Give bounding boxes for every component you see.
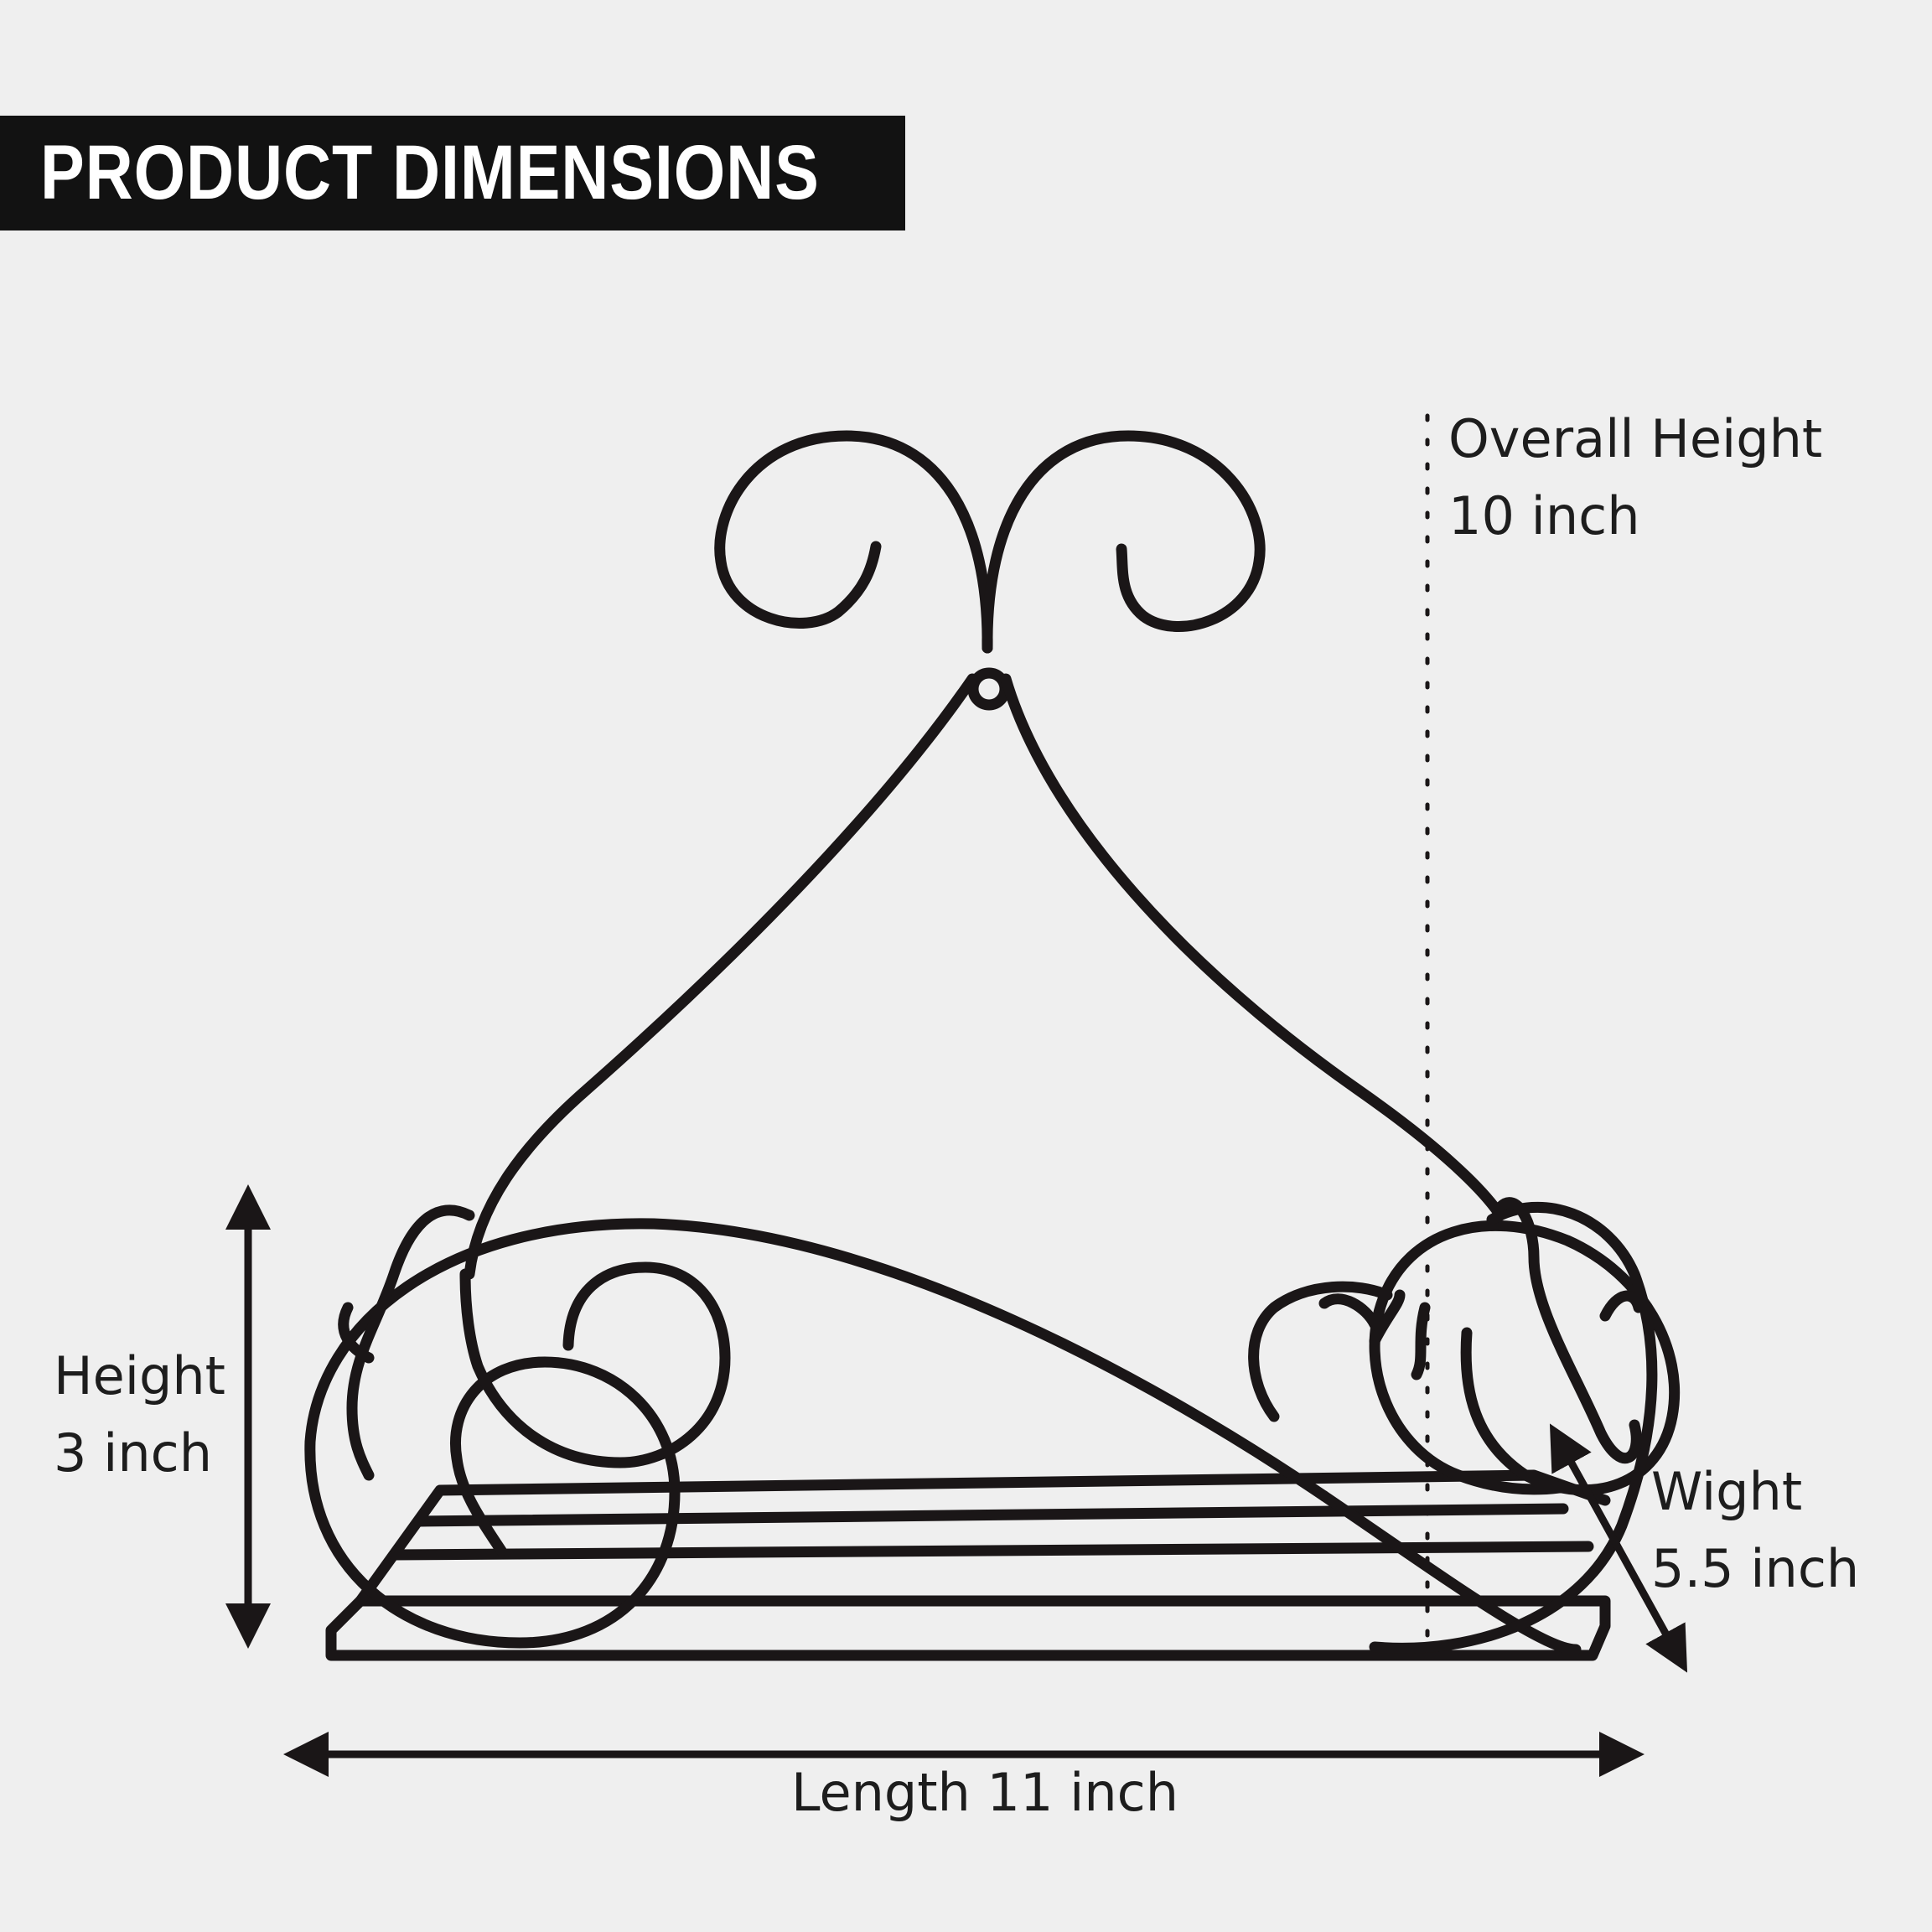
height-label: Height 3 inch — [54, 1338, 225, 1492]
height-title: Height — [54, 1345, 225, 1406]
overall-height-label: Overall Height 10 inch — [1448, 401, 1822, 555]
width-value: 5.5 inch — [1651, 1538, 1860, 1599]
width-title: Wight — [1651, 1461, 1803, 1522]
height-value: 3 inch — [54, 1422, 213, 1484]
title-banner: PRODUCT DIMENSIONS — [0, 116, 905, 230]
overall-height-value: 10 inch — [1448, 485, 1640, 546]
width-arrow — [1549, 1423, 1688, 1673]
width-label: Wight 5.5 inch — [1651, 1453, 1859, 1608]
page-title: PRODUCT DIMENSIONS — [40, 130, 820, 215]
length-label: Length 11 inch — [791, 1754, 1178, 1831]
overall-height-title: Overall Height — [1448, 408, 1823, 469]
wire-shelf-image — [304, 430, 1681, 1661]
length-text: Length 11 inch — [791, 1762, 1179, 1823]
